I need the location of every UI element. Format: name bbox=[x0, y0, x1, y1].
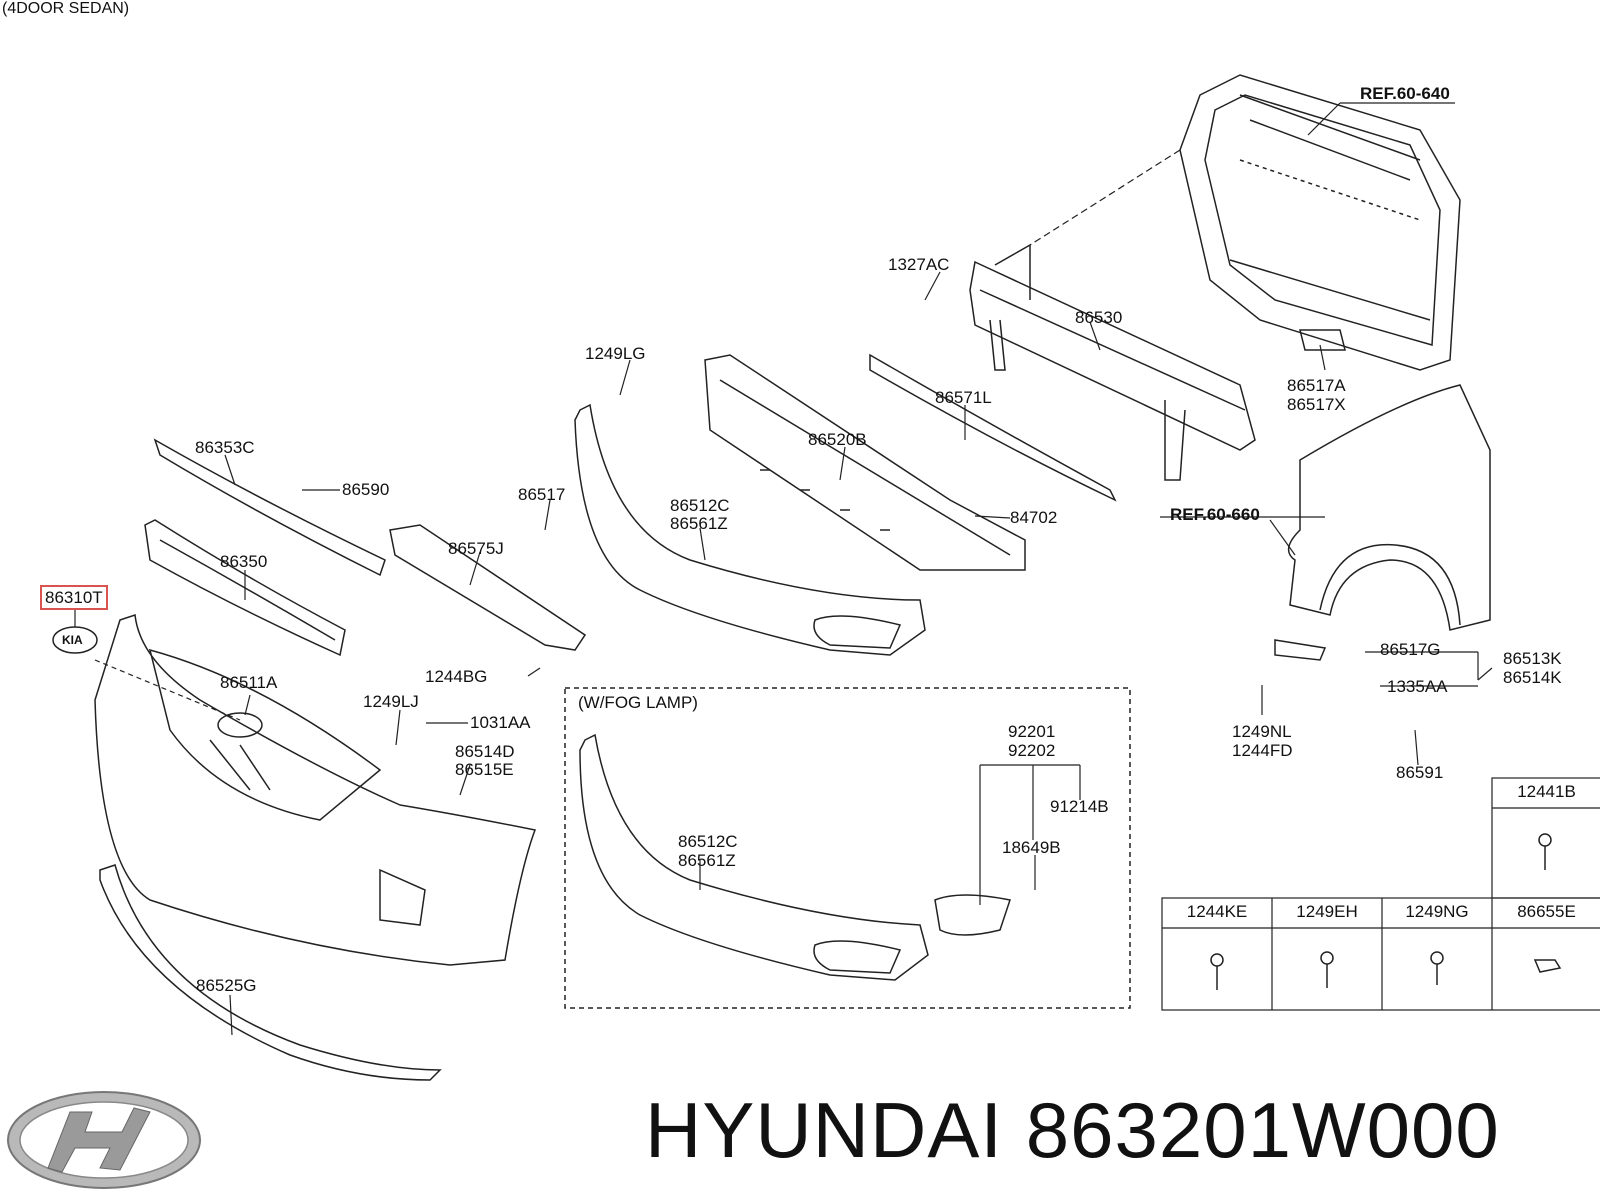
lower-grille-fog bbox=[579, 733, 929, 981]
part-label-86514K: 86514K bbox=[1503, 668, 1562, 687]
part-label-86350: 86350 bbox=[220, 552, 268, 571]
part-label-1335AA: 1335AA bbox=[1387, 677, 1448, 696]
part-label-86515E: 86515E bbox=[455, 760, 514, 779]
fog-lamp-box-title: (W/FOG LAMP) bbox=[578, 693, 698, 712]
table-fastener-icons bbox=[1210, 833, 1562, 990]
leader-lines bbox=[74, 102, 1493, 1036]
table-header-86655E: 86655E bbox=[1517, 902, 1576, 921]
part-label-84702: 84702 bbox=[1010, 508, 1058, 527]
part-label-86520B: 86520B bbox=[808, 430, 867, 449]
front-fender bbox=[1287, 384, 1491, 631]
foam-strip bbox=[869, 353, 1117, 502]
part-label-86310T: 86310T bbox=[40, 585, 108, 610]
model-note: (4DOOR SEDAN) bbox=[2, 0, 130, 17]
part-label-1244FD: 1244FD bbox=[1232, 741, 1293, 760]
part-label-1249LG: 1249LG bbox=[585, 344, 646, 363]
table-header-1244KE: 1244KE bbox=[1186, 902, 1248, 921]
emblem-text: KIA bbox=[62, 633, 83, 647]
fog-lamp-box bbox=[564, 687, 1131, 1009]
part-label-18649B: 18649B bbox=[1002, 838, 1061, 857]
fog-lamp-bezel bbox=[934, 894, 1011, 936]
part-label-86353C: 86353C bbox=[195, 438, 255, 457]
bracket-86517a bbox=[1299, 329, 1346, 351]
fastener-table bbox=[1161, 777, 1600, 1011]
part-label-86591: 86591 bbox=[1396, 763, 1444, 782]
part-label-86512C: 86512C bbox=[670, 496, 730, 515]
table-header-12441B: 12441B bbox=[1517, 782, 1576, 801]
part-label-86511A: 86511A bbox=[220, 673, 278, 692]
part-label-1244BG: 1244BG bbox=[425, 667, 488, 686]
part-label-92201: 92201 bbox=[1008, 722, 1056, 741]
part-label-86530: 86530 bbox=[1075, 308, 1123, 327]
table-header-1249EH: 1249EH bbox=[1296, 902, 1358, 921]
front-bumper-cover bbox=[94, 613, 537, 966]
table-header-1249NG: 1249NG bbox=[1405, 902, 1469, 921]
part-label-86590: 86590 bbox=[342, 480, 390, 499]
part-label-92202: 92202 bbox=[1008, 741, 1056, 760]
lower-grille bbox=[574, 403, 926, 656]
bumper-beam bbox=[969, 243, 1256, 481]
part-label-91214B: 91214B bbox=[1050, 797, 1109, 816]
part-label-86512C-fog: 86512C bbox=[678, 832, 738, 851]
energy-absorber bbox=[704, 354, 1026, 571]
part-label-1327AC: 1327AC bbox=[888, 255, 950, 274]
part-label-1249NL: 1249NL bbox=[1232, 722, 1292, 741]
part-label-86517G: 86517G bbox=[1380, 640, 1441, 659]
part-label-1031AA: 1031AA bbox=[470, 713, 531, 732]
part-label-86517: 86517 bbox=[518, 485, 566, 504]
side-bracket bbox=[1274, 639, 1327, 661]
radiator-support bbox=[1179, 74, 1461, 371]
part-label-86525G: 86525G bbox=[196, 976, 257, 995]
hyundai-logo bbox=[7, 1091, 201, 1189]
part-label-86517A: 86517A bbox=[1287, 376, 1346, 395]
part-label-1249LJ: 1249LJ bbox=[363, 692, 419, 711]
part-label-86571L: 86571L bbox=[935, 388, 992, 407]
radiator-grille bbox=[144, 519, 346, 657]
part-label-86561Z-fog: 86561Z bbox=[678, 851, 736, 870]
brand-caption: HYUNDAI 863201W000 bbox=[645, 1086, 1500, 1174]
lower-lip bbox=[99, 864, 442, 1081]
part-label-86513K: 86513K bbox=[1503, 649, 1562, 668]
ref-label-60-660: REF.60-660 bbox=[1170, 505, 1260, 524]
part-label-86575J: 86575J bbox=[448, 539, 504, 558]
bracket-86575j bbox=[389, 524, 587, 651]
ref-label-60-640: REF.60-640 bbox=[1360, 84, 1450, 103]
part-label-86561Z: 86561Z bbox=[670, 514, 728, 533]
grille-moulding bbox=[153, 438, 386, 577]
part-label-86514D: 86514D bbox=[455, 742, 515, 761]
part-label-86517X: 86517X bbox=[1287, 395, 1346, 414]
